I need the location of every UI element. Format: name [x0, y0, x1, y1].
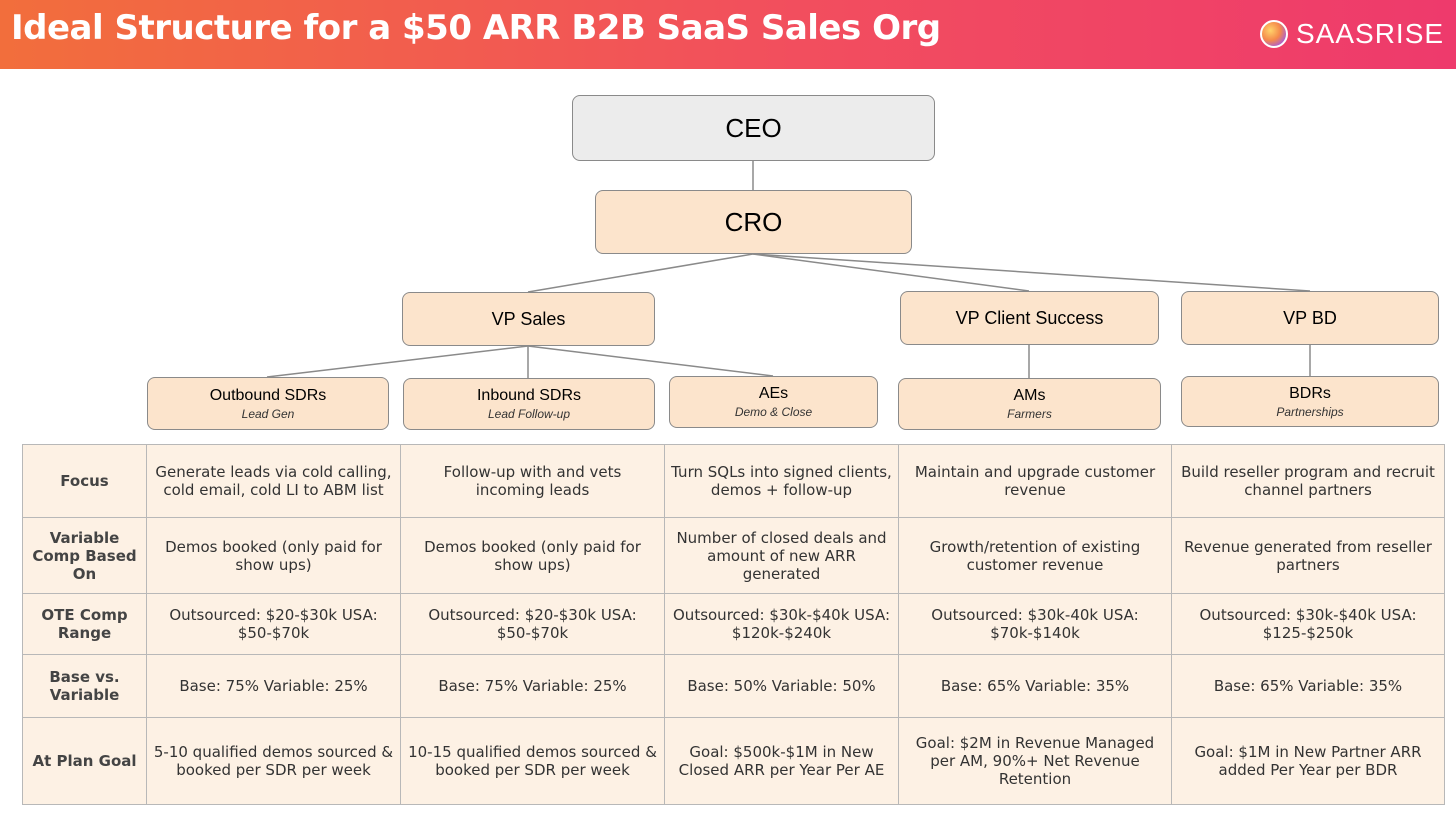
table-cell: Outsourced: $20-$30k USA: $50-$70k — [400, 593, 665, 655]
row-header: At Plan Goal — [22, 717, 147, 805]
ams-box: AMs Farmers — [898, 378, 1161, 430]
table-cell: Build reseller program and recruit chann… — [1171, 444, 1445, 518]
table-cell: Goal: $2M in Revenue Managed per AM, 90%… — [898, 717, 1172, 805]
table-cell: Demos booked (only paid for show ups) — [400, 517, 665, 594]
table-cell: 10-15 qualified demos sourced & booked p… — [400, 717, 665, 805]
ceo-box: CEO — [572, 95, 935, 161]
outbound-sdrs-box: Outbound SDRs Lead Gen — [147, 377, 389, 430]
aes-box: AEs Demo & Close — [669, 376, 878, 428]
brand-name: SAASRISE — [1296, 18, 1445, 49]
row-header: Base vs. Variable — [22, 654, 147, 718]
inbound-sdrs-label: Inbound SDRs — [476, 387, 582, 404]
brand-logo: SAASRISE — [1260, 18, 1444, 50]
vp-sales-label: VP Sales — [491, 308, 566, 329]
table-row: At Plan Goal 5-10 qualified demos source… — [22, 717, 1445, 805]
vp-client-success-label: VP Client Success — [955, 307, 1104, 328]
connector-vp-sales-outbound — [266, 345, 529, 378]
table-cell: Base: 75% Variable: 25% — [400, 654, 665, 718]
ams-sub: Farmers — [1007, 407, 1052, 421]
table-cell: Base: 65% Variable: 35% — [1171, 654, 1445, 718]
page-title: Ideal Structure for a $50 ARR B2B SaaS S… — [11, 8, 941, 48]
bdrs-box: BDRs Partnerships — [1181, 376, 1439, 427]
ams-label: AMs — [1013, 387, 1046, 404]
cro-label: CRO — [724, 206, 783, 237]
table-cell: Demos booked (only paid for show ups) — [146, 517, 401, 594]
inbound-sdrs-sub: Lead Follow-up — [487, 407, 571, 421]
bdrs-label: BDRs — [1289, 384, 1331, 402]
vp-client-success-box: VP Client Success — [900, 291, 1159, 345]
vp-sales-box: VP Sales — [402, 292, 655, 346]
outbound-sdrs-sub: Lead Gen — [241, 406, 295, 421]
connector-cro-vp-bd — [752, 253, 1311, 292]
outbound-sdrs-label: Outbound SDRs — [209, 386, 327, 404]
table-cell: Outsourced: $30k-$40k USA: $125-$250k — [1171, 593, 1445, 655]
table-cell: Goal: $500k-$1M in New Closed ARR per Ye… — [664, 717, 899, 805]
bdrs-sub: Partnerships — [1276, 404, 1344, 419]
table-row: Variable Comp Based On Demos booked (onl… — [22, 517, 1445, 594]
aes-sub: Demo & Close — [734, 405, 813, 419]
table-cell: Revenue generated from reseller partners — [1171, 517, 1445, 594]
table-cell: Number of closed deals and amount of new… — [664, 517, 899, 594]
table-cell: Maintain and upgrade customer revenue — [898, 444, 1172, 518]
row-header: Variable Comp Based On — [22, 517, 147, 594]
vp-bd-box: VP BD — [1181, 291, 1439, 345]
table-row: Focus Generate leads via cold calling, c… — [22, 444, 1445, 518]
vp-bd-label: VP BD — [1283, 307, 1337, 328]
table-row: OTE Comp Range Outsourced: $20-$30k USA:… — [22, 593, 1445, 655]
table-cell: Base: 65% Variable: 35% — [898, 654, 1172, 718]
table-cell: Base: 75% Variable: 25% — [146, 654, 401, 718]
comp-structure-table: Focus Generate leads via cold calling, c… — [22, 444, 1445, 805]
table-cell: Outsourced: $30k-40k USA: $70k-$140k — [898, 593, 1172, 655]
table-cell: Outsourced: $30k-$40k USA: $120k-$240k — [664, 593, 899, 655]
row-header: OTE Comp Range — [22, 593, 147, 655]
table-cell: Turn SQLs into signed clients, demos + f… — [664, 444, 899, 518]
cro-box: CRO — [595, 190, 912, 254]
connector-cro-vp-client-success — [752, 253, 1030, 292]
row-header: Focus — [22, 444, 147, 518]
table-cell: Base: 50% Variable: 50% — [664, 654, 899, 718]
ceo-label: CEO — [725, 112, 782, 143]
header-banner: Ideal Structure for a $50 ARR B2B SaaS S… — [0, 0, 1456, 69]
connector-vp-sales-aes — [527, 345, 774, 377]
logo-icon — [1260, 20, 1288, 48]
table-cell: Generate leads via cold calling, cold em… — [146, 444, 401, 518]
connector-cro-vp-sales — [527, 253, 754, 293]
aes-label: AEs — [758, 385, 789, 402]
table-row: Base vs. Variable Base: 75% Variable: 25… — [22, 654, 1445, 718]
inbound-sdrs-box: Inbound SDRs Lead Follow-up — [403, 378, 655, 430]
table-cell: Follow-up with and vets incoming leads — [400, 444, 665, 518]
table-cell: Outsourced: $20-$30k USA: $50-$70k — [146, 593, 401, 655]
table-cell: Growth/retention of existing customer re… — [898, 517, 1172, 594]
table-cell: Goal: $1M in New Partner ARR added Per Y… — [1171, 717, 1445, 805]
table-cell: 5-10 qualified demos sourced & booked pe… — [146, 717, 401, 805]
